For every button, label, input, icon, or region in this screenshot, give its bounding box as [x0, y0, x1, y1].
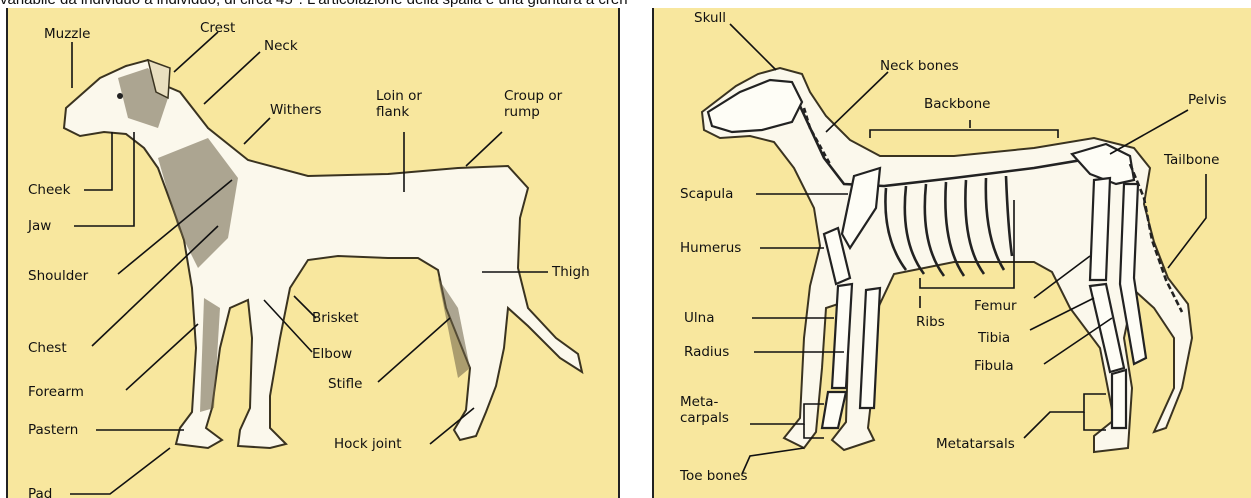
- skeleton-anatomy-panel: Skull Neck bones Backbone Pelvis Tailbon…: [652, 8, 1251, 498]
- metacarpal-bones: [822, 392, 846, 428]
- label-ulna: Ulna: [684, 310, 714, 326]
- label-croup: Croup or: [504, 88, 563, 104]
- label-forearm: Forearm: [28, 384, 84, 400]
- dog-eye: [117, 93, 123, 99]
- label-withers: Withers: [270, 102, 322, 118]
- label-neck: Neck: [264, 38, 298, 54]
- label-muzzle: Muzzle: [44, 26, 90, 42]
- external-anatomy-panel: Muzzle Crest Neck Withers Loin or flank …: [6, 8, 620, 498]
- label-metacarpals: Meta-: [680, 394, 719, 410]
- skull-bone: [708, 80, 802, 132]
- label-rump: rump: [504, 104, 540, 120]
- label-backbone: Backbone: [924, 96, 990, 112]
- label-chest: Chest: [28, 340, 67, 356]
- label-crest: Crest: [200, 20, 235, 36]
- label-metatarsals: Metatarsals: [936, 436, 1015, 452]
- label-brisket: Brisket: [312, 310, 359, 326]
- label-shoulder: Shoulder: [28, 268, 89, 284]
- label-toe-bones: Toe bones: [679, 468, 748, 484]
- label-pad: Pad: [28, 486, 52, 498]
- label-elbow: Elbow: [312, 346, 352, 362]
- label-femur: Femur: [974, 298, 1017, 314]
- metatarsal-bones: [1112, 370, 1126, 428]
- label-neck-bones: Neck bones: [880, 58, 959, 74]
- label-hock-joint: Hock joint: [334, 436, 402, 452]
- label-radius: Radius: [684, 344, 729, 360]
- label-metacarpals-2: carpals: [680, 410, 729, 426]
- label-fibula: Fibula: [974, 358, 1014, 374]
- label-cheek: Cheek: [28, 182, 71, 198]
- label-pastern: Pastern: [28, 422, 78, 438]
- femur-bone: [1090, 178, 1110, 280]
- dog-skeleton-illustration: Skull Neck bones Backbone Pelvis Tailbon…: [654, 8, 1251, 498]
- label-flank: flank: [376, 104, 409, 120]
- label-loin: Loin or: [376, 88, 422, 104]
- label-thigh: Thigh: [551, 264, 590, 280]
- label-stifle: Stifle: [328, 376, 362, 392]
- label-humerus: Humerus: [680, 240, 741, 256]
- label-tailbone: Tailbone: [1163, 152, 1219, 168]
- label-jaw: Jaw: [27, 218, 51, 234]
- label-tibia: Tibia: [977, 330, 1010, 346]
- dog-external-illustration: Muzzle Crest Neck Withers Loin or flank …: [8, 8, 622, 498]
- label-skull: Skull: [694, 10, 726, 26]
- label-ribs: Ribs: [916, 314, 945, 330]
- label-pelvis: Pelvis: [1188, 92, 1227, 108]
- label-scapula: Scapula: [680, 186, 733, 202]
